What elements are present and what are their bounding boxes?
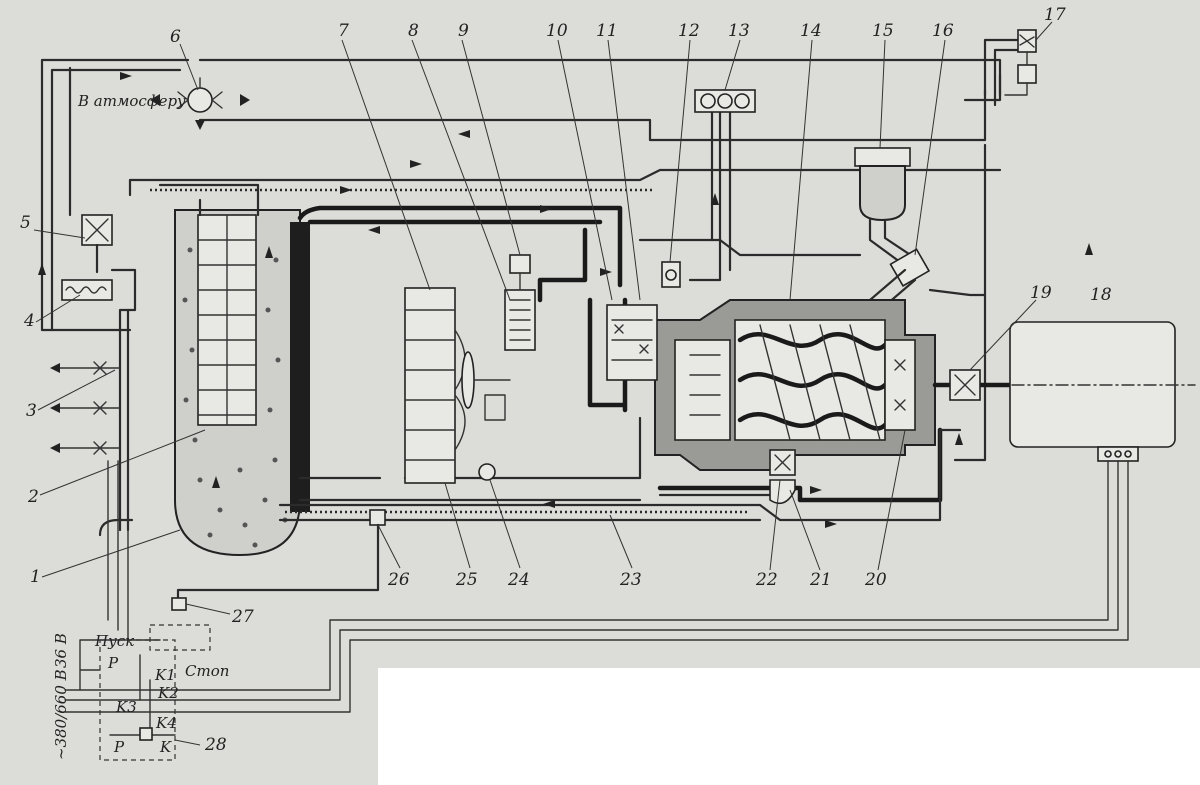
callout-17: 17	[1044, 5, 1066, 25]
callout-22: 22	[755, 570, 778, 590]
callout-9: 9	[458, 21, 469, 41]
air-filter-15	[854, 147, 917, 264]
drain-valves-3	[50, 361, 121, 455]
oil-return-parts	[171, 449, 796, 611]
callout-18: 18	[1090, 285, 1112, 305]
callout-5: 5	[20, 213, 31, 233]
callout-14: 14	[800, 21, 822, 41]
callout-11: 11	[596, 21, 618, 41]
control-cabinet-28	[79, 624, 211, 761]
gauge-panel-13	[694, 89, 756, 113]
pressure-regulator-4-5	[61, 214, 137, 537]
voltage-mains-label: ~380/660 В	[52, 669, 70, 760]
suction-valve-16	[868, 248, 931, 312]
k4-label: K4	[155, 714, 177, 732]
flow-arrows	[38, 72, 1093, 528]
callout-23: 23	[619, 570, 642, 590]
callout-16: 16	[932, 21, 954, 41]
callout-21: 21	[809, 570, 832, 590]
atmosphere-label: В атмосферу	[77, 92, 186, 110]
electric-motor-18	[1009, 321, 1196, 462]
callout-13: 13	[728, 21, 750, 41]
main-process-lines	[278, 98, 987, 522]
valve-block-10-11	[606, 304, 658, 381]
callout-6: 6	[170, 27, 181, 47]
power-cables	[64, 460, 1129, 713]
callout-20: 20	[864, 570, 887, 590]
oil-filter-8	[504, 254, 536, 351]
callout-10: 10	[546, 21, 568, 41]
callout-7: 7	[338, 21, 349, 41]
callout-4: 4	[23, 311, 35, 331]
top-air-piping	[40, 38, 1032, 332]
callout-2: 2	[27, 487, 39, 507]
callout-1: 1	[30, 567, 41, 587]
relay-p2-label: P	[113, 738, 125, 756]
oil-cooler-7	[404, 287, 511, 484]
oil-separator-receiver-1	[158, 183, 310, 557]
start-button-label: Пуск	[94, 632, 134, 650]
vent-valve-6	[150, 77, 250, 130]
screw-compressor-14	[654, 299, 936, 471]
callout-25: 25	[455, 570, 478, 590]
relay-p1-label: P	[107, 654, 119, 672]
callout-8: 8	[408, 21, 419, 41]
stop-button-label: Стоп	[185, 662, 229, 680]
check-valve-12	[661, 261, 681, 288]
callouts: 1 2 3 4 5 6 7 8 9 10 11 12 13 14 15 16 1…	[20, 5, 1112, 755]
coupling-19	[932, 369, 1013, 401]
contactor-k-label: K	[159, 738, 172, 756]
callout-24: 24	[507, 570, 530, 590]
callout-27: 27	[231, 607, 254, 627]
callout-12: 12	[678, 21, 700, 41]
oil-dots	[182, 247, 288, 548]
callout-28: 28	[204, 735, 227, 755]
thermo-relay-17	[1004, 29, 1037, 96]
callout-3: 3	[26, 401, 37, 421]
k2-label: K2	[157, 684, 179, 702]
callout-15: 15	[872, 21, 894, 41]
receiver-wall-shade	[290, 222, 310, 512]
callout-19: 19	[1030, 283, 1052, 303]
callout-26: 26	[387, 570, 410, 590]
voltage-36-label: 36 В	[52, 633, 70, 668]
k1-label: K1	[154, 666, 176, 684]
k3-label: K3	[115, 698, 137, 716]
